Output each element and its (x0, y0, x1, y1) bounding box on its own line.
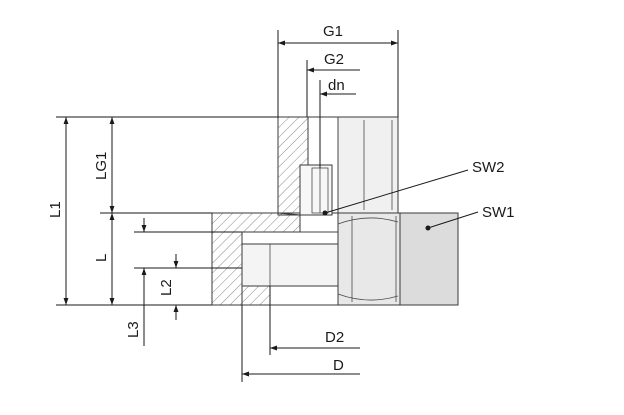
inner-pin (299, 164, 333, 216)
label-lg1: LG1 (93, 152, 110, 180)
lower-insert (241, 243, 339, 287)
upper-tube-shade (337, 116, 399, 214)
label-sw2: SW2 (472, 159, 505, 176)
label-dn: dn (328, 77, 345, 94)
label-l3: L3 (125, 321, 142, 338)
label-d: D (333, 357, 344, 374)
dimension-labels: G1 G2 dn SW2 SW1 D2 D L1 LG1 L L3 L2 (47, 23, 515, 374)
label-g1: G1 (323, 23, 343, 40)
label-l1: L1 (47, 201, 64, 218)
lower-wall-strip (241, 285, 271, 306)
hex-nut-face (399, 212, 459, 306)
dimensions (56, 30, 479, 382)
label-l: L (93, 254, 110, 262)
label-sw1: SW1 (482, 204, 515, 221)
label-g2: G2 (324, 51, 344, 68)
label-d2: D2 (325, 329, 344, 346)
label-l2: L2 (158, 279, 175, 296)
fitting-body (211, 116, 459, 306)
